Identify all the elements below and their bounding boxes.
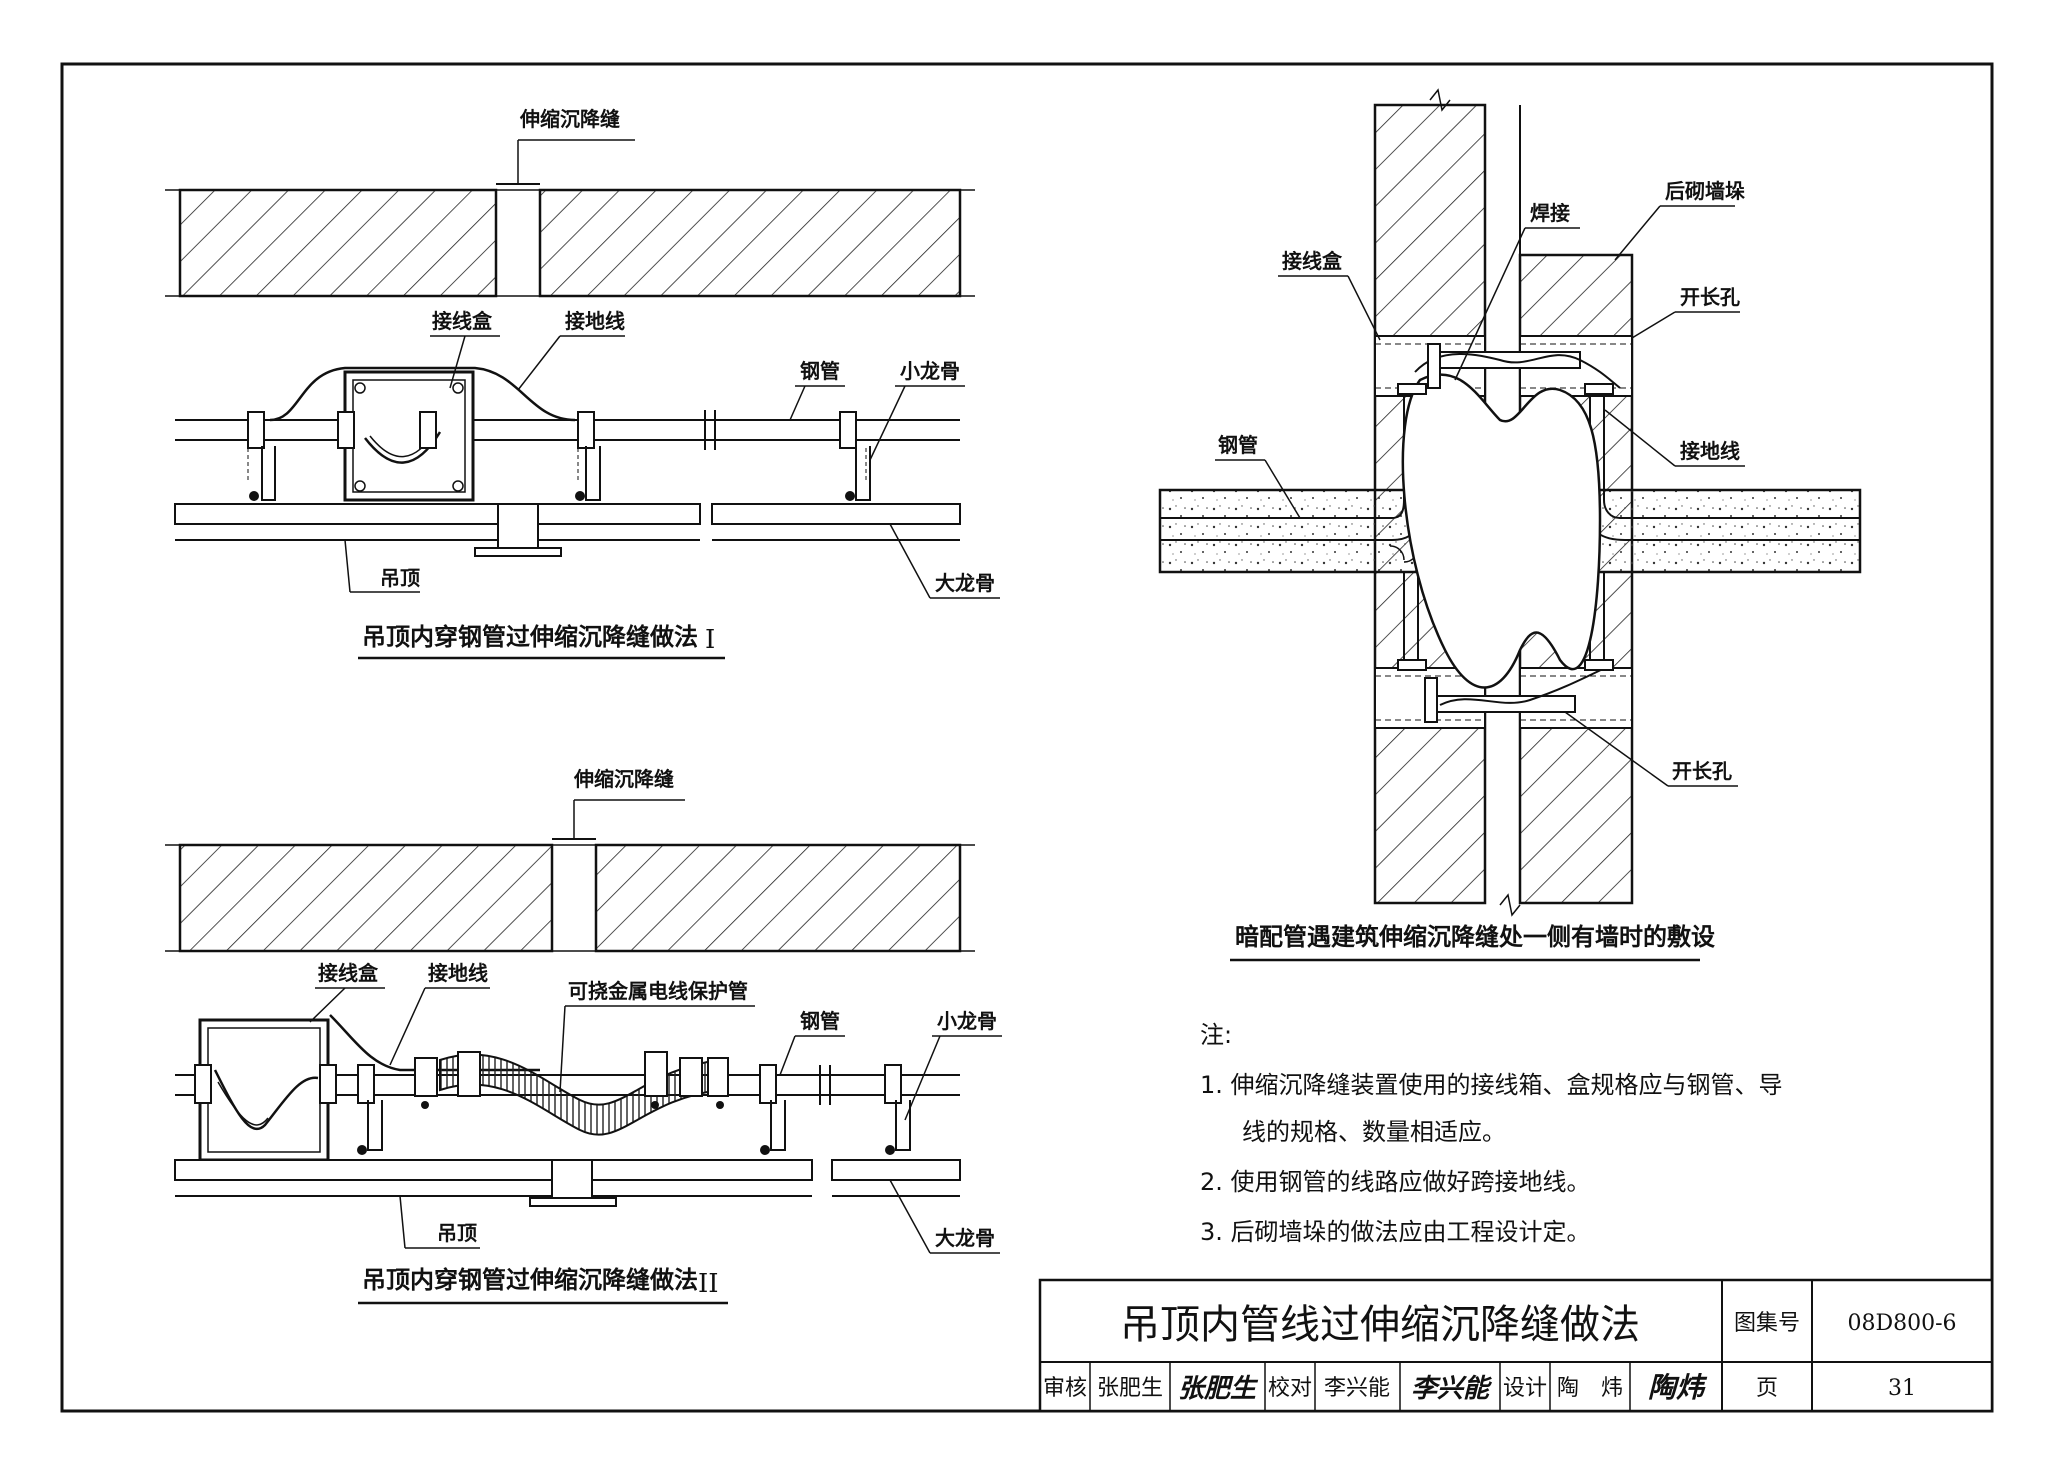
page-no: 31 <box>1888 1376 1916 1401</box>
slab-right-2 <box>594 843 962 953</box>
weld-label: 焊接 <box>1530 201 1570 225</box>
drawing-2: 伸缩沉降缝 <box>165 767 1002 1305</box>
drawing-3: 焊接 后砌墙垛 接线盒 开长孔 钢管 接地线 开长孔 暗配管遇建筑伸缩沉降缝处一… <box>1158 88 1862 962</box>
review-label: 审核 <box>1043 1376 1087 1401</box>
notes-title: 注: <box>1200 1021 1232 1049</box>
box-label-2: 接线盒 <box>318 961 379 985</box>
ceiling-label-2: 吊顶 <box>437 1221 477 1245</box>
notes: 注: 1. 伸缩沉降缝装置使用的接线箱、盒规格应与钢管、导 线的规格、数量相适应… <box>1200 1021 1783 1246</box>
slab-right <box>538 188 962 298</box>
page-label: 页 <box>1756 1376 1778 1401</box>
reviewer-signature: 张肥生 <box>1178 1374 1259 1404</box>
box-label-3: 接线盒 <box>1282 249 1343 273</box>
main-keel-2 <box>174 1159 813 1181</box>
design-label: 设计 <box>1503 1376 1547 1401</box>
caption-1-roman: I <box>705 625 715 655</box>
designer-signature: 陶炜 <box>1648 1371 1708 1404</box>
sheet-border <box>60 62 1994 1413</box>
joint-label: 伸缩沉降缝 <box>519 107 620 131</box>
atlas-label: 图集号 <box>1734 1311 1800 1336</box>
note-1b: 线的规格、数量相适应。 <box>1242 1118 1506 1146</box>
pipe-label-2: 钢管 <box>800 1009 840 1033</box>
slot-label-top: 开长孔 <box>1680 285 1740 309</box>
main-keel-label-1: 大龙骨 <box>935 571 995 595</box>
checker-signature: 李兴能 <box>1411 1374 1492 1404</box>
caption-2: 吊顶内穿钢管过伸缩沉降缝做法 <box>362 1266 698 1294</box>
junction-box-2 <box>198 1018 330 1162</box>
ground-label-1: 接地线 <box>565 309 625 333</box>
atlas-no: 08D800-6 <box>1847 1311 1956 1336</box>
main-keel-label-2: 大龙骨 <box>935 1226 995 1250</box>
ground-label-3: 接地线 <box>1680 439 1740 463</box>
caption-1: 吊顶内穿钢管过伸缩沉降缝做法 <box>362 623 698 651</box>
sheet-title: 吊顶内管线过伸缩沉降缝做法 <box>1120 1302 1640 1348</box>
small-keel-label-1: 小龙骨 <box>900 359 960 383</box>
note-3: 3. 后砌墙垛的做法应由工程设计定。 <box>1200 1218 1591 1246</box>
main-keel-1 <box>174 503 701 525</box>
note-2: 2. 使用钢管的线路应做好跨接地线。 <box>1200 1168 1591 1196</box>
flex-label: 可挠金属电线保护管 <box>568 979 748 1003</box>
beam-label: 后砌墙垛 <box>1665 179 1745 203</box>
reviewer: 张肥生 <box>1097 1376 1163 1401</box>
ceiling-label-1: 吊顶 <box>380 566 420 590</box>
pipe-label-1: 钢管 <box>800 359 840 383</box>
check-label: 校对 <box>1268 1376 1312 1401</box>
slab-left-2 <box>178 843 554 953</box>
small-keel-label-2: 小龙骨 <box>937 1009 997 1033</box>
title-block: 吊顶内管线过伸缩沉降缝做法 图集号 08D800-6 页 31 审核 张肥生 张… <box>1038 1278 1994 1413</box>
joint-label-2: 伸缩沉降缝 <box>573 767 674 791</box>
caption-3: 暗配管遇建筑伸缩沉降缝处一侧有墙时的敷设 <box>1235 923 1715 951</box>
ground-label-2: 接地线 <box>428 961 488 985</box>
checker: 李兴能 <box>1324 1376 1390 1401</box>
box-label-1: 接线盒 <box>432 309 493 333</box>
cable-bulge <box>1401 373 1602 689</box>
drawing-1: 伸缩沉降缝 <box>165 107 1000 660</box>
designer: 陶 炜 <box>1557 1376 1623 1401</box>
pipe-label-3: 钢管 <box>1218 433 1258 457</box>
caption-2-roman: II <box>698 1269 719 1299</box>
note-1a: 1. 伸缩沉降缝装置使用的接线箱、盒规格应与钢管、导 <box>1200 1071 1783 1099</box>
slot-label-bottom: 开长孔 <box>1672 759 1732 783</box>
slab-left <box>178 188 498 298</box>
